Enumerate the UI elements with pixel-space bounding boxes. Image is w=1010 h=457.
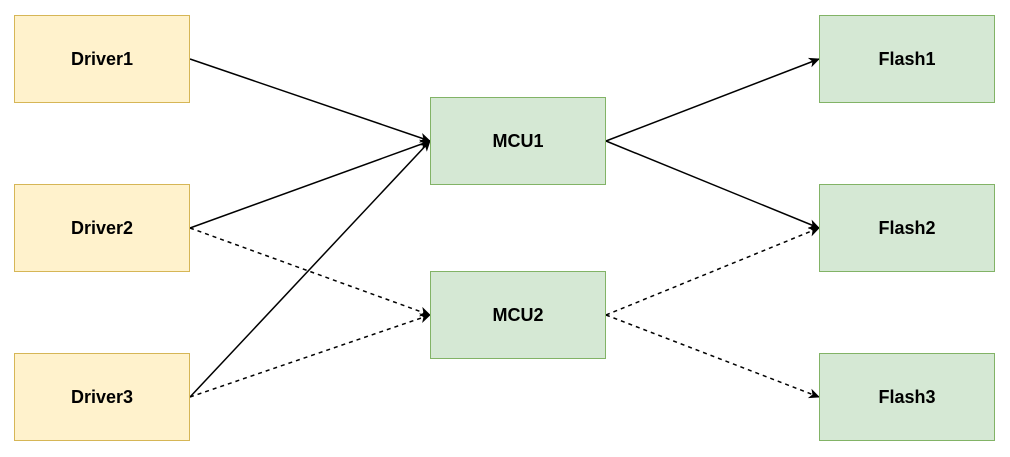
- mcu1-node[interactable]: MCU1: [430, 97, 606, 185]
- edge-driver3-to-mcu1: [189, 140, 431, 398]
- edge-driver2-to-mcu1: [189, 139, 431, 229]
- edge-mcu1-to-flash2: [605, 140, 820, 229]
- driver1-label: Driver1: [70, 48, 134, 69]
- edge-mcu2-to-flash2: [605, 227, 820, 316]
- mcu1-label: MCU1: [492, 130, 544, 151]
- mcu2-label: MCU2: [492, 304, 544, 325]
- flash1-label: Flash1: [878, 48, 936, 69]
- edge-mcu1-to-flash1: [605, 57, 820, 142]
- driver2-label: Driver2: [70, 217, 134, 238]
- driver2-node[interactable]: Driver2: [14, 184, 190, 272]
- flash2-label: Flash2: [878, 217, 936, 238]
- edge-driver2-to-mcu2: [189, 227, 431, 317]
- driver3-label: Driver3: [70, 386, 134, 407]
- edge-driver1-to-mcu1: [189, 58, 431, 143]
- flash3-label: Flash3: [878, 386, 936, 407]
- mcu2-node[interactable]: MCU2: [430, 271, 606, 359]
- edge-mcu2-to-flash3: [605, 314, 820, 399]
- driver3-node[interactable]: Driver3: [14, 353, 190, 441]
- driver1-node[interactable]: Driver1: [14, 15, 190, 103]
- flash2-node[interactable]: Flash2: [819, 184, 995, 272]
- flash3-node[interactable]: Flash3: [819, 353, 995, 441]
- edge-driver3-to-mcu2: [189, 313, 431, 398]
- flash1-node[interactable]: Flash1: [819, 15, 995, 103]
